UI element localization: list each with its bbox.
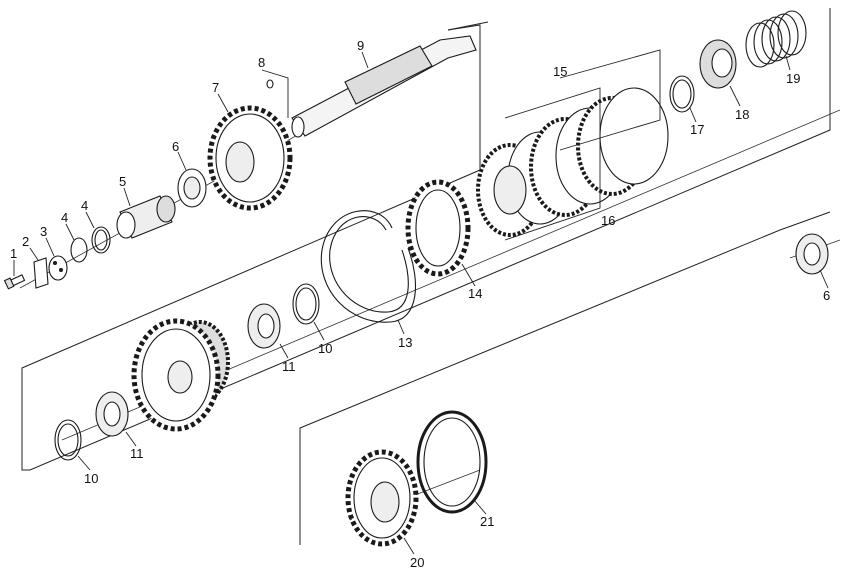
snap-ring-part-17 [669,75,695,113]
callout-8: 8 [258,55,265,70]
callout-18: 18 [735,107,749,122]
large-snap-ring-part-13 [320,210,417,323]
callout-4a: 4 [61,210,68,225]
clutch-pack-part-15-16 [476,87,669,237]
callout-4b: 4 [81,198,88,213]
spring-part-19 [745,10,807,68]
gear-part-20 [345,449,419,547]
callout-21: 21 [480,514,494,529]
washer-part-3 [48,255,68,281]
callout-17: 17 [690,122,704,137]
callout-9: 9 [357,38,364,53]
lower-frame [299,211,831,545]
frame-link [447,21,489,31]
main-frame [21,8,831,471]
rings-part-4 [70,226,111,263]
bearing-part-11-lower [95,391,129,437]
callout-5: 5 [119,174,126,189]
lock-plate-part-2 [33,257,49,289]
callout-15: 15 [553,64,567,79]
gear-part-7 [207,105,293,211]
bushing-part-5 [116,195,176,239]
bearing-part-6-right [795,233,829,275]
cluster-gear [131,318,230,432]
bolt-part-1 [3,274,26,290]
callout-19: 19 [786,71,800,86]
callouts: 1 2 3 4 4 5 6 7 8 9 15 16 17 18 19 6 14 … [10,38,830,570]
leader-lines [13,49,829,555]
bearing-part-6-left [177,168,207,208]
callout-10b: 10 [84,471,98,486]
callout-3: 3 [40,224,47,239]
frames [21,8,831,545]
snap-ring-part-10-lower [54,419,82,461]
callout-2: 2 [22,234,29,249]
callout-11a: 11 [282,359,296,374]
gear-part-14 [405,179,471,277]
callout-13: 13 [398,335,412,350]
bearing-part-11-upper [247,303,281,349]
callout-6b: 6 [823,288,830,303]
callout-10a: 10 [318,341,332,356]
shaft-part-9 [291,35,477,138]
callout-7: 7 [212,80,219,95]
pin-part-8 [266,79,274,89]
callout-14: 14 [468,286,482,301]
ring-part-21 [416,410,488,514]
snap-ring-part-10-mid [292,283,320,325]
callout-1: 1 [10,246,17,261]
plate-part-18 [699,39,737,89]
callout-16: 16 [601,213,615,228]
callout-11b: 11 [130,446,144,461]
callout-20: 20 [410,555,424,570]
callout-6a: 6 [172,139,179,154]
